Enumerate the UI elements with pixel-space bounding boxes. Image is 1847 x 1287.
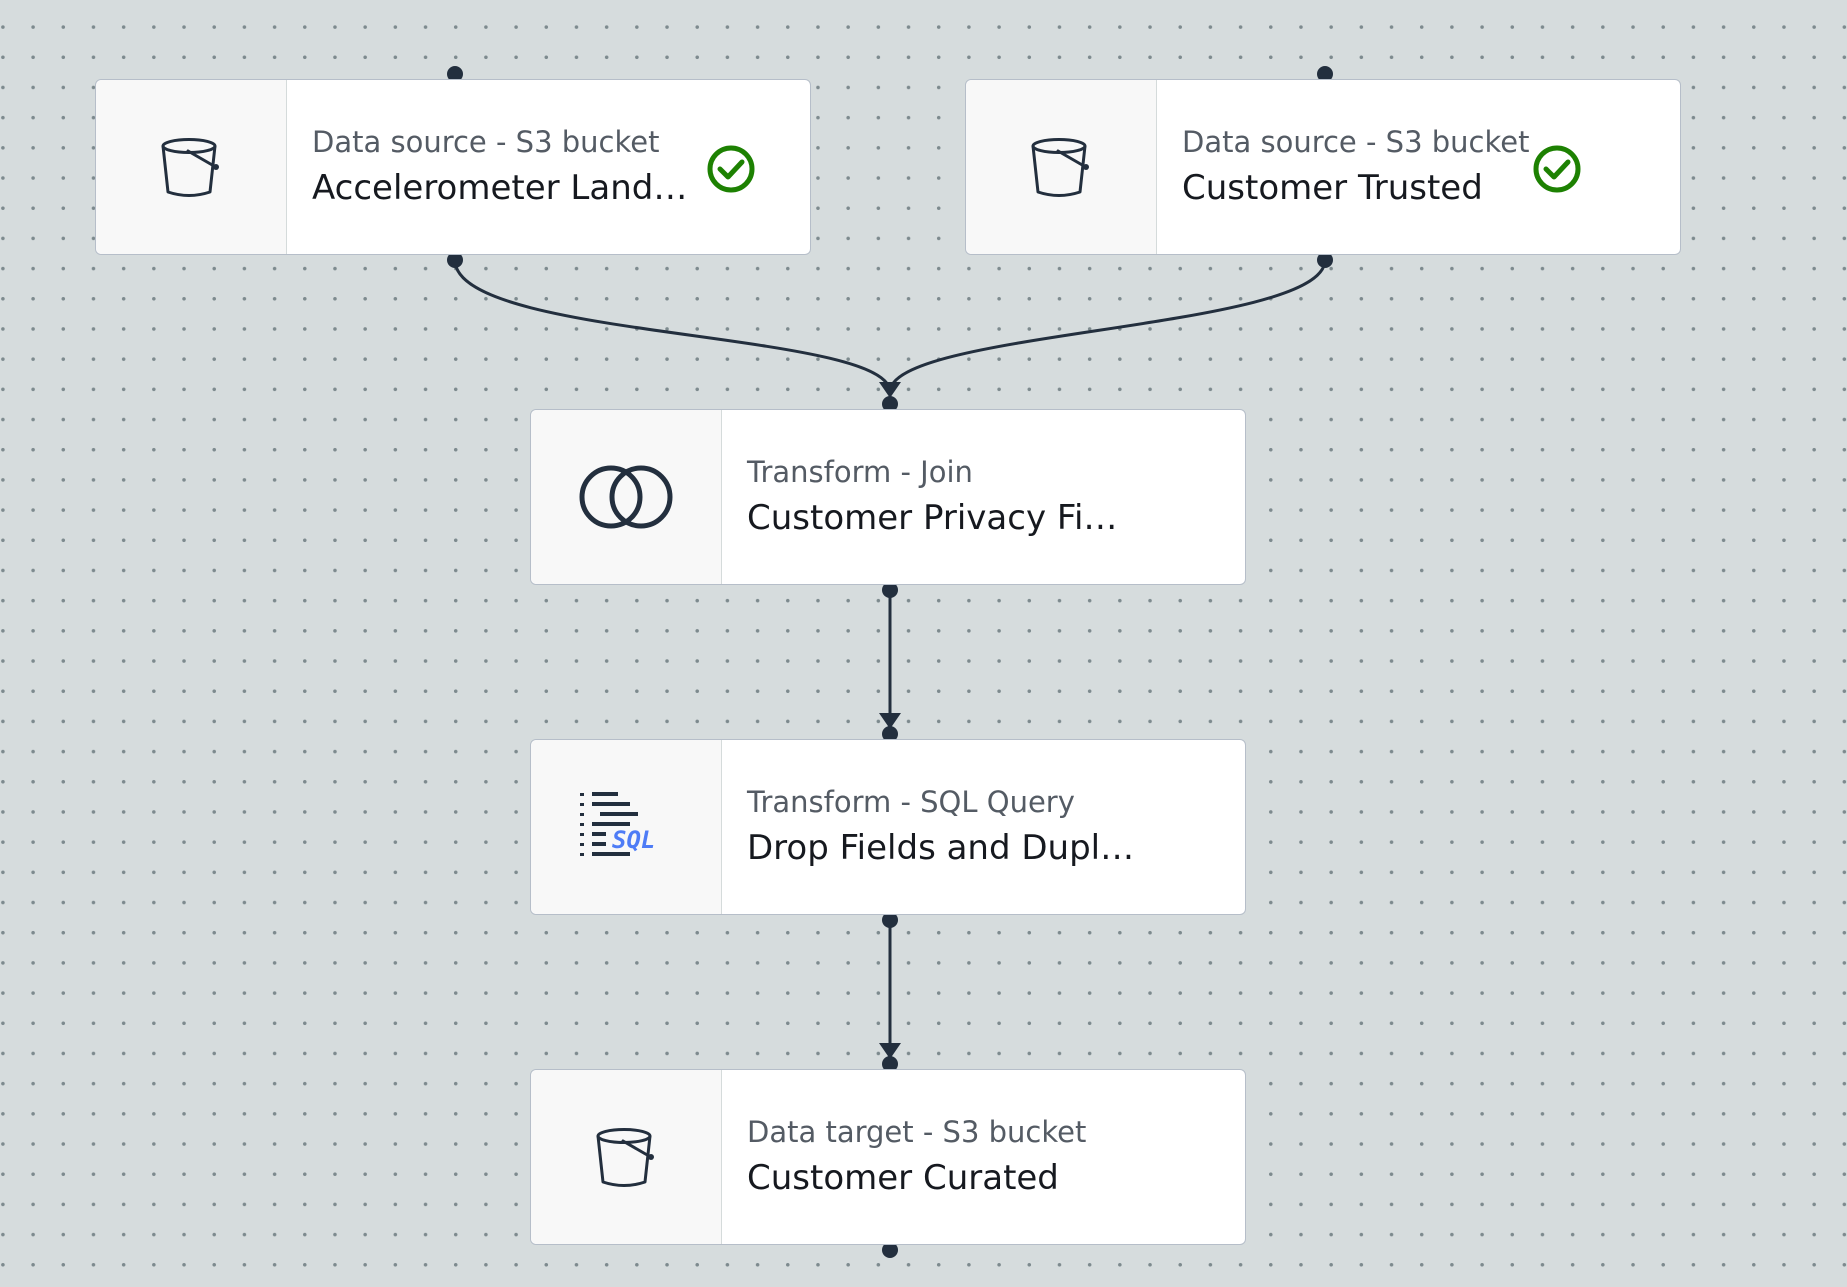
node-title: Customer Trusted [1182, 168, 1483, 208]
node-customer-trusted[interactable]: Data source - S3 bucket Customer Trusted [965, 79, 1681, 255]
edge-accelerometer-to-join [453, 259, 892, 393]
port-target-out [882, 1242, 898, 1258]
node-icon-pane [531, 1070, 722, 1244]
sql-query-icon: SQL [580, 792, 655, 856]
node-title: Accelerometer Landing [312, 168, 690, 208]
port-accelerometer-out [447, 252, 463, 268]
arrowhead-join-input [879, 382, 901, 398]
edge-customer-trusted-to-join [888, 259, 1327, 393]
node-icon-pane [96, 80, 287, 254]
port-customer-trusted-in [1317, 66, 1333, 82]
node-title: Customer Curated [747, 1158, 1059, 1198]
node-accelerometer-landing[interactable]: Data source - S3 bucket Accelerometer La… [95, 79, 811, 255]
s3-bucket-icon [161, 138, 219, 197]
port-join-in [882, 396, 898, 412]
node-title: Customer Privacy Filter [747, 498, 1125, 538]
node-drop-fields[interactable]: SQL Transform - SQL Query Drop Fields an… [530, 739, 1246, 915]
sql-icon-label: SQL [612, 826, 655, 854]
node-type-label: Data source - S3 bucket [1182, 125, 1530, 159]
node-type-label: Data target - S3 bucket [747, 1115, 1087, 1149]
success-check-icon [707, 145, 755, 193]
s3-bucket-icon [596, 1128, 654, 1187]
node-type-label: Data source - S3 bucket [312, 125, 660, 159]
port-target-in [882, 1056, 898, 1072]
node-icon-pane [966, 80, 1157, 254]
node-type-label: Transform - SQL Query [747, 785, 1075, 819]
port-join-out [882, 582, 898, 598]
port-accelerometer-in [447, 66, 463, 82]
node-customer-privacy-filter[interactable]: Transform - Join Customer Privacy Filter [530, 409, 1246, 585]
arrowhead-target-input [879, 1043, 901, 1059]
arrowhead-sql-input [879, 713, 901, 729]
node-customer-curated[interactable]: Data target - S3 bucket Customer Curated [530, 1069, 1246, 1245]
s3-bucket-icon [1031, 138, 1089, 197]
port-sql-in [882, 726, 898, 742]
success-check-icon [1533, 145, 1581, 193]
join-icon [579, 465, 673, 529]
node-icon-pane [531, 410, 722, 584]
port-customer-trusted-out [1317, 252, 1333, 268]
node-ports[interactable] [447, 66, 1333, 1258]
node-icon-pane: SQL [531, 740, 722, 914]
node-type-label: Transform - Join [747, 455, 973, 489]
node-title: Drop Fields and Dupl… [747, 828, 1135, 868]
port-sql-out [882, 912, 898, 928]
